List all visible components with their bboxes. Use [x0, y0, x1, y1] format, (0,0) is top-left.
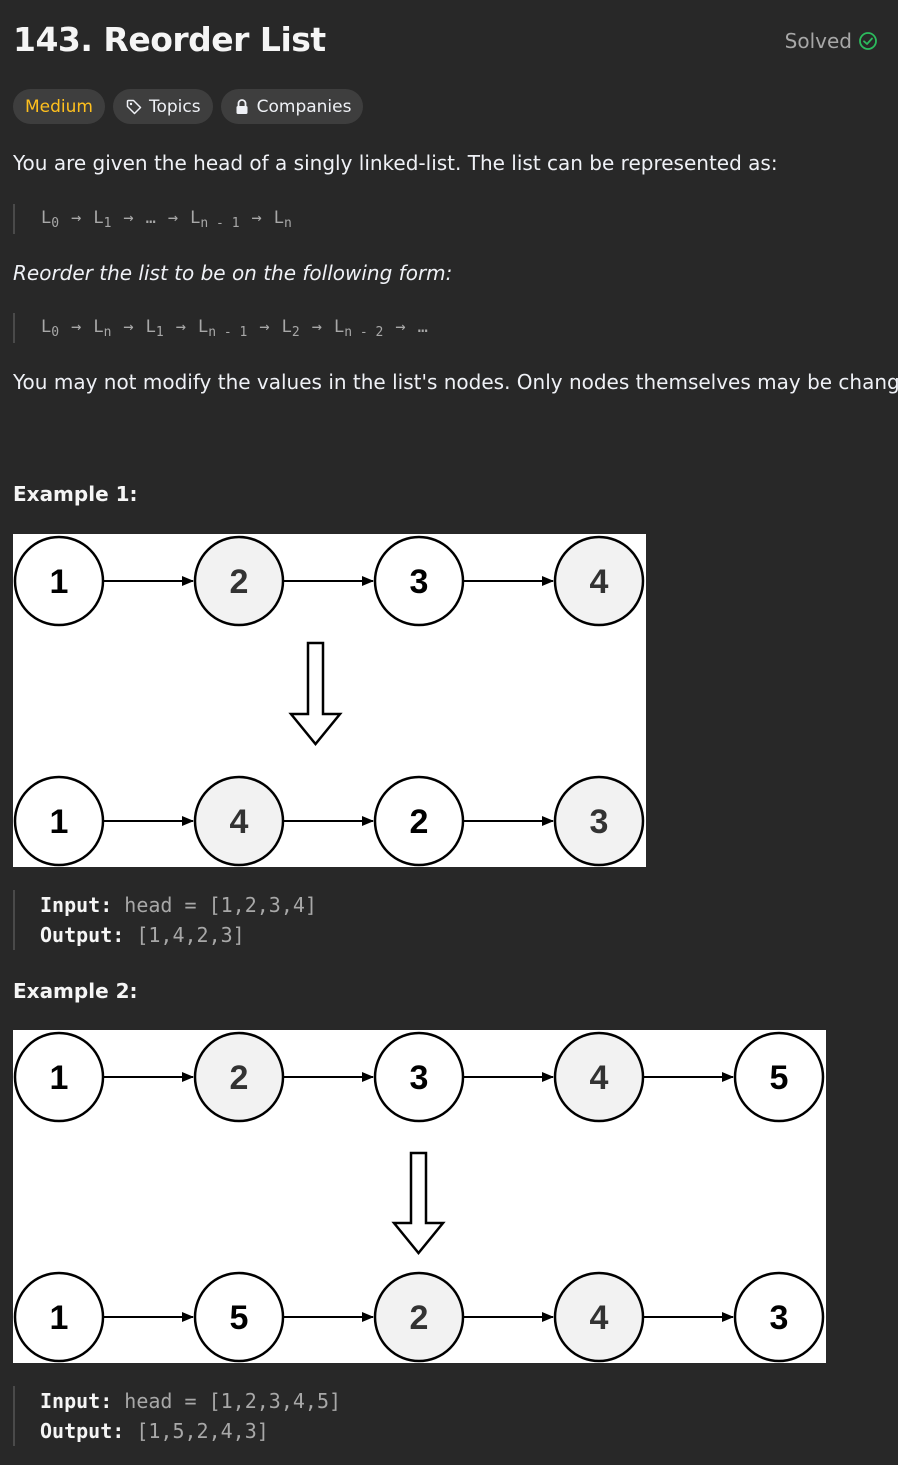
svg-text:5: 5: [230, 1299, 249, 1337]
svg-text:2: 2: [410, 1299, 429, 1337]
svg-text:3: 3: [410, 1059, 429, 1097]
svg-text:1: 1: [50, 1299, 69, 1337]
companies-label: Companies: [256, 96, 352, 117]
tag-row: Medium Topics Companies: [13, 89, 364, 124]
list-node: 2: [193, 535, 285, 627]
svg-text:3: 3: [770, 1299, 789, 1337]
list-node: 1: [13, 1031, 105, 1123]
list-node: 5: [733, 1031, 825, 1123]
svg-text:4: 4: [230, 803, 249, 841]
example-1-output: Output: [1,4,2,3]: [40, 923, 245, 947]
example-2-io: Input: head = [1,2,3,4,5] Output: [1,5,2…: [13, 1386, 341, 1446]
list-node: 3: [553, 775, 645, 867]
svg-text:4: 4: [590, 1299, 609, 1337]
list-node: 4: [553, 1031, 645, 1123]
form-original-text: L0→L1→…→Ln - 1→Ln: [41, 207, 292, 231]
svg-text:1: 1: [50, 803, 69, 841]
list-node: 3: [373, 535, 465, 627]
form-reordered-text: L0→Ln→L1→Ln - 1→L2→Ln - 2→…: [41, 316, 428, 340]
down-arrow-icon: [288, 641, 343, 746]
example-2-title: Example 2:: [13, 979, 138, 1003]
list-node: 2: [373, 1271, 465, 1363]
problem-title: 143. Reorder List: [13, 20, 326, 59]
companies-button[interactable]: Companies: [220, 89, 364, 124]
form-original: L0→L1→…→Ln - 1→Ln: [13, 204, 292, 234]
list-node: 1: [13, 1271, 105, 1363]
svg-text:3: 3: [410, 563, 429, 601]
example-2-svg: 1 2 3 4 5 1 5 2 4 3: [13, 1031, 825, 1363]
example-1-bottom-row: 1 4 2 3: [13, 775, 645, 867]
tag-icon: [125, 98, 143, 116]
svg-text:3: 3: [590, 803, 609, 841]
list-node: 1: [13, 775, 105, 867]
svg-text:1: 1: [50, 1059, 69, 1097]
list-node: 4: [193, 775, 285, 867]
svg-text:1: 1: [50, 563, 69, 601]
svg-text:4: 4: [590, 563, 609, 601]
example-1-top-row: 1 2 3 4: [13, 535, 645, 627]
list-node: 4: [553, 1271, 645, 1363]
lock-icon: [233, 98, 251, 116]
topics-button[interactable]: Topics: [112, 89, 213, 124]
list-node: 3: [373, 1031, 465, 1123]
topics-label: Topics: [148, 96, 201, 117]
list-node: 2: [373, 775, 465, 867]
example-1-title: Example 1:: [13, 482, 138, 506]
solved-status: Solved: [785, 29, 878, 53]
reorder-instruction: Reorder the list to be on the following …: [13, 261, 453, 285]
check-circle-icon: [858, 31, 878, 51]
difficulty-badge: Medium: [13, 89, 105, 124]
list-node: 3: [733, 1271, 825, 1363]
list-node: 2: [193, 1031, 285, 1123]
description-intro: You are given the head of a singly linke…: [13, 151, 778, 175]
list-node: 1: [13, 535, 105, 627]
example-1-svg: 1 2 3 4 1 4 2 3: [13, 535, 645, 867]
example-2-diagram: 1 2 3 4 5 1 5 2 4 3: [13, 1030, 826, 1363]
example-2-output: Output: [1,5,2,4,3]: [40, 1419, 269, 1443]
example-2-bottom-row: 1 5 2 4 3: [13, 1271, 825, 1363]
example-2-input: Input: head = [1,2,3,4,5]: [40, 1389, 342, 1413]
example-1-io: Input: head = [1,2,3,4] Output: [1,4,2,3…: [13, 890, 317, 950]
svg-text:5: 5: [770, 1059, 789, 1097]
example-1-input: Input: head = [1,2,3,4]: [40, 893, 317, 917]
svg-text:2: 2: [230, 563, 249, 601]
description-note: You may not modify the values in the lis…: [13, 370, 898, 394]
solved-label: Solved: [784, 29, 852, 53]
list-node: 4: [553, 535, 645, 627]
form-reordered: L0→Ln→L1→Ln - 1→L2→Ln - 2→…: [13, 313, 428, 343]
list-node: 5: [193, 1271, 285, 1363]
svg-text:4: 4: [590, 1059, 609, 1097]
svg-text:2: 2: [230, 1059, 249, 1097]
example-2-top-row: 1 2 3 4 5: [13, 1031, 825, 1123]
example-1-diagram: 1 2 3 4 1 4 2 3: [13, 534, 646, 867]
svg-text:2: 2: [410, 803, 429, 841]
down-arrow-icon: [391, 1151, 446, 1255]
